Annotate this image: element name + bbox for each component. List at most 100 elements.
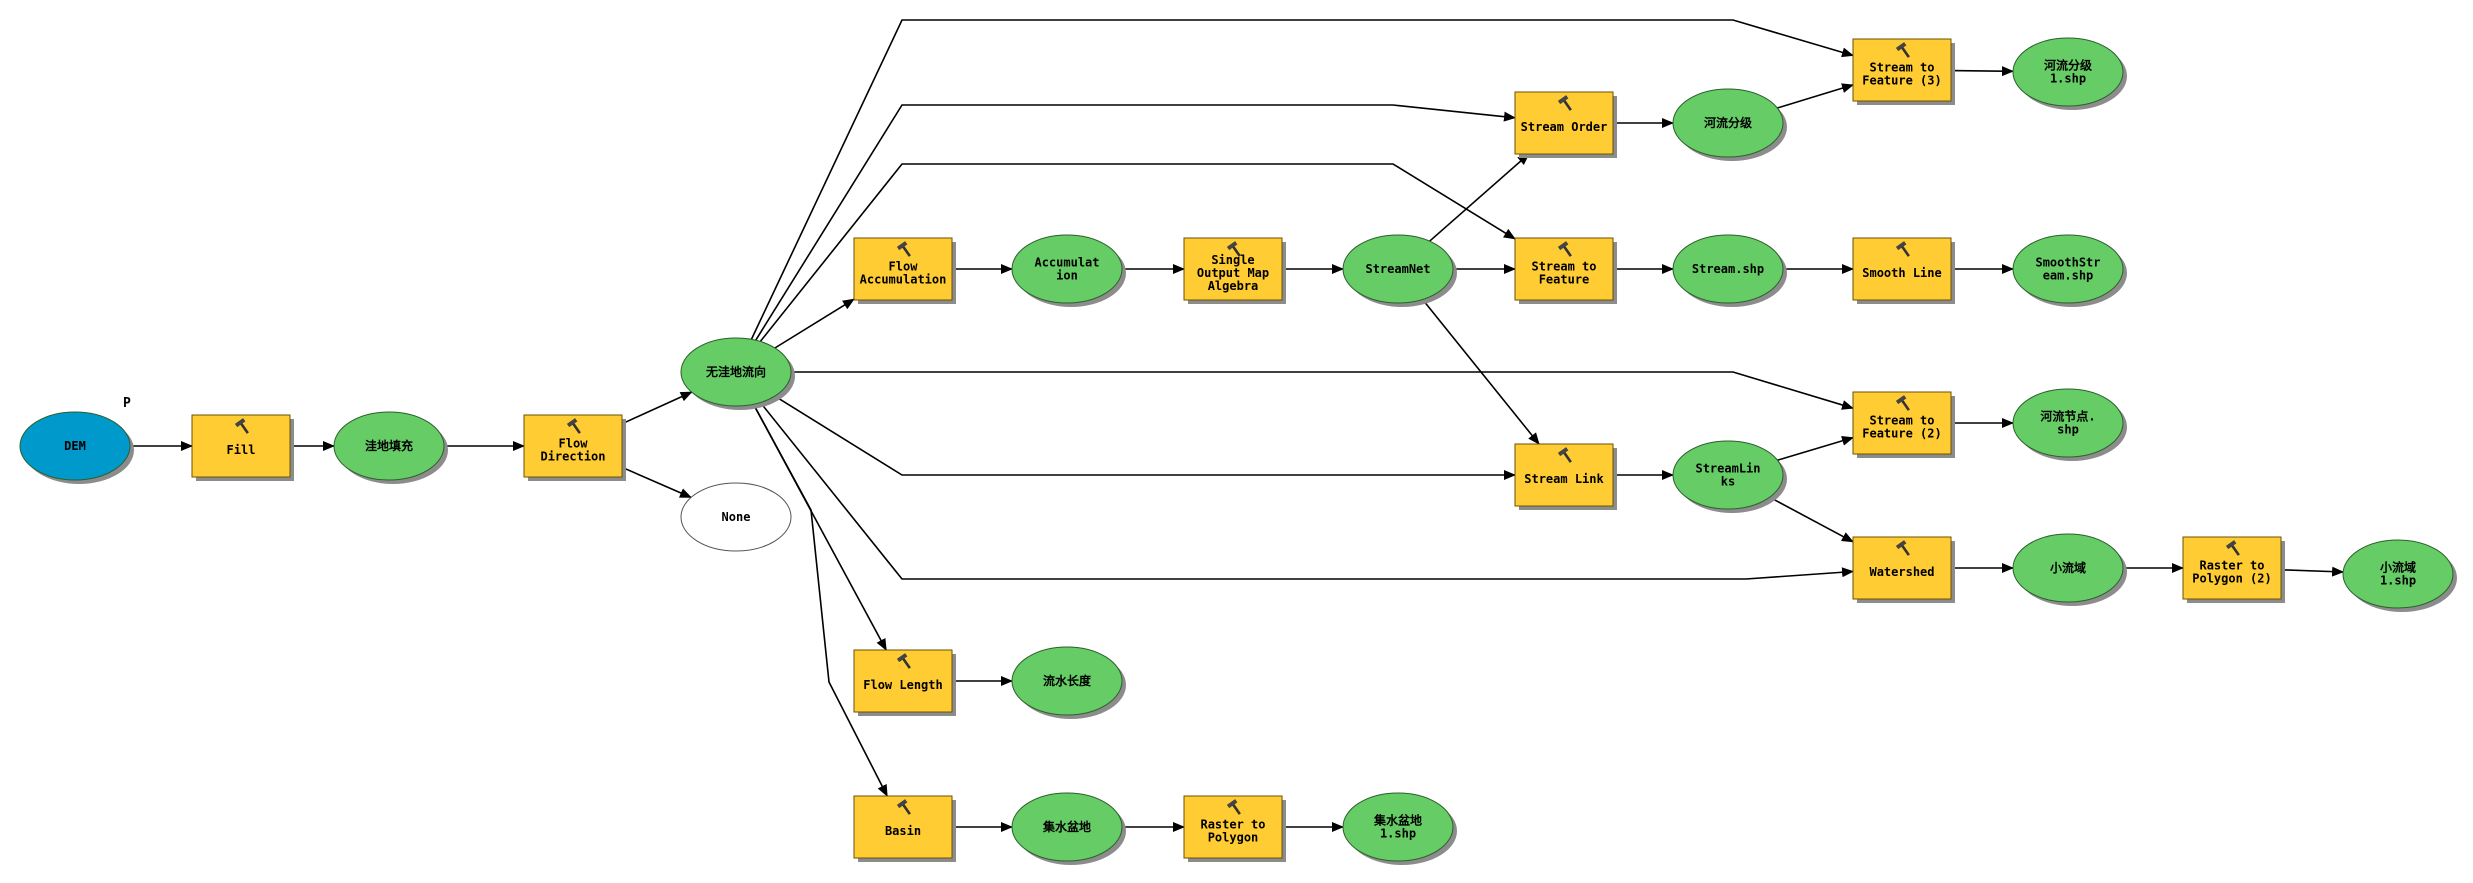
hammer-icon — [1557, 95, 1572, 111]
connector-wuwa-to-streamlink[interactable] — [774, 395, 1516, 480]
connector-wuwa-to-stf[interactable] — [759, 163, 1516, 342]
connector-streamnet-to-streamorder[interactable] — [1429, 153, 1530, 242]
node-label: 河流节点. — [2039, 409, 2095, 424]
data-node-wuwa[interactable]: 无洼地流向 — [680, 337, 795, 410]
node-label: 无洼地流向 — [705, 364, 766, 379]
hammer-icon — [1226, 241, 1241, 257]
hammer-icon — [566, 418, 581, 434]
node-label: Raster to — [1200, 818, 1265, 832]
node-label: 河流分级 — [2043, 58, 2092, 73]
tool-node-streamorder[interactable]: Stream Order — [1514, 91, 1617, 158]
node-label: shp — [2057, 423, 2079, 437]
node-label: Fill — [227, 443, 256, 457]
node-label: Algebra — [1208, 279, 1259, 293]
connector-hefj-to-stf3[interactable] — [1777, 83, 1854, 109]
node-label: Flow — [889, 260, 919, 274]
data-node-streamnet[interactable]: StreamNet — [1342, 234, 1457, 307]
hammer-icon — [234, 418, 249, 434]
data-node-jspd[interactable]: 集水盆地 — [1011, 792, 1126, 865]
node-label: 1.shp — [2380, 574, 2416, 588]
hammer-icon — [1557, 241, 1572, 257]
data-ellipse — [1011, 234, 1123, 304]
node-label: Stream to — [1869, 414, 1934, 428]
data-ellipse — [2342, 539, 2454, 609]
node-label: Stream.shp — [1692, 262, 1764, 276]
hammer-icon — [1226, 799, 1241, 815]
data-ellipse — [1342, 792, 1454, 862]
data-node-dem[interactable]: DEM — [19, 411, 134, 484]
data-node-wadi[interactable]: 洼地填充 — [333, 411, 448, 484]
node-label: 洼地填充 — [365, 438, 413, 453]
hammer-icon — [1895, 395, 1910, 411]
connector-rtp2-to-xly1[interactable] — [2280, 566, 2345, 577]
node-label: Watershed — [1869, 565, 1934, 579]
hammer-icon — [2225, 540, 2240, 556]
tool-node-basin[interactable]: Basin — [853, 795, 956, 862]
node-label: Output Map — [1197, 266, 1269, 280]
node-label: Single — [1211, 253, 1254, 267]
connector-flowdir-to-wuwa[interactable] — [621, 391, 693, 425]
connector-wuwa-to-stf2[interactable] — [791, 371, 1854, 410]
connector-streamlinks-to-watershed[interactable] — [1769, 496, 1854, 543]
data-ellipse — [1011, 646, 1123, 716]
tool-node-watershed[interactable]: Watershed — [1852, 536, 1955, 603]
data-ellipse — [680, 482, 792, 552]
hammer-icon — [1895, 42, 1910, 58]
connector-wuwa-to-streamorder[interactable] — [755, 104, 1516, 341]
node-label: Raster to — [2199, 559, 2264, 573]
data-ellipse — [1672, 440, 1784, 510]
node-label: 河流分级 — [1703, 115, 1752, 130]
data-ellipse — [2012, 533, 2124, 603]
data-node-streamshp[interactable]: Stream.shp — [1672, 234, 1787, 307]
node-label: ks — [1721, 475, 1735, 489]
node-label: StreamNet — [1365, 262, 1430, 276]
tool-box — [1514, 237, 1614, 301]
data-ellipse — [19, 411, 131, 481]
node-label: Stream Link — [1524, 472, 1604, 486]
hammer-icon — [1557, 447, 1572, 463]
tool-node-streamlink[interactable]: Stream Link — [1514, 443, 1617, 510]
data-ellipse — [2012, 37, 2124, 107]
data-ellipse — [333, 411, 445, 481]
data-ellipse — [1672, 234, 1784, 304]
connectors-layer — [130, 19, 2345, 832]
hammer-icon — [1895, 540, 1910, 556]
connector-wuwa-to-flowacc[interactable] — [774, 298, 855, 349]
node-label: Polygon — [1208, 831, 1259, 845]
connector-wuwa-to-watershed[interactable] — [759, 401, 1854, 580]
hammer-icon — [896, 799, 911, 815]
tool-node-flowlen[interactable]: Flow Length — [853, 649, 956, 716]
data-node-lscd[interactable]: 流水长度 — [1011, 646, 1126, 719]
data-node-hefj[interactable]: 河流分级 — [1672, 88, 1787, 161]
data-ellipse — [1011, 792, 1123, 862]
connector-wuwa-to-basin[interactable] — [752, 403, 888, 797]
connector-stf3-to-hefj1[interactable] — [1950, 66, 2014, 77]
data-node-xly[interactable]: 小流域 — [2012, 533, 2127, 606]
connector-flowdir-to-none[interactable] — [621, 466, 692, 499]
data-node-none[interactable]: None — [680, 482, 792, 552]
node-label: 流水长度 — [1043, 673, 1092, 688]
tool-node-fill[interactable]: Fill — [191, 414, 294, 481]
data-node-hljd[interactable]: 河流节点.shp — [2012, 388, 2127, 461]
node-label: Flow — [559, 437, 589, 451]
node-label: 集水盆地 — [1373, 813, 1422, 828]
connector-wuwa-to-stf3[interactable] — [750, 19, 1854, 340]
connector-streamlinks-to-stf2[interactable] — [1777, 435, 1854, 461]
node-label: StreamLin — [1695, 462, 1760, 476]
tool-node-smooth[interactable]: Smooth Line — [1852, 237, 1955, 304]
data-node-accum[interactable]: Accumulation — [1011, 234, 1126, 307]
